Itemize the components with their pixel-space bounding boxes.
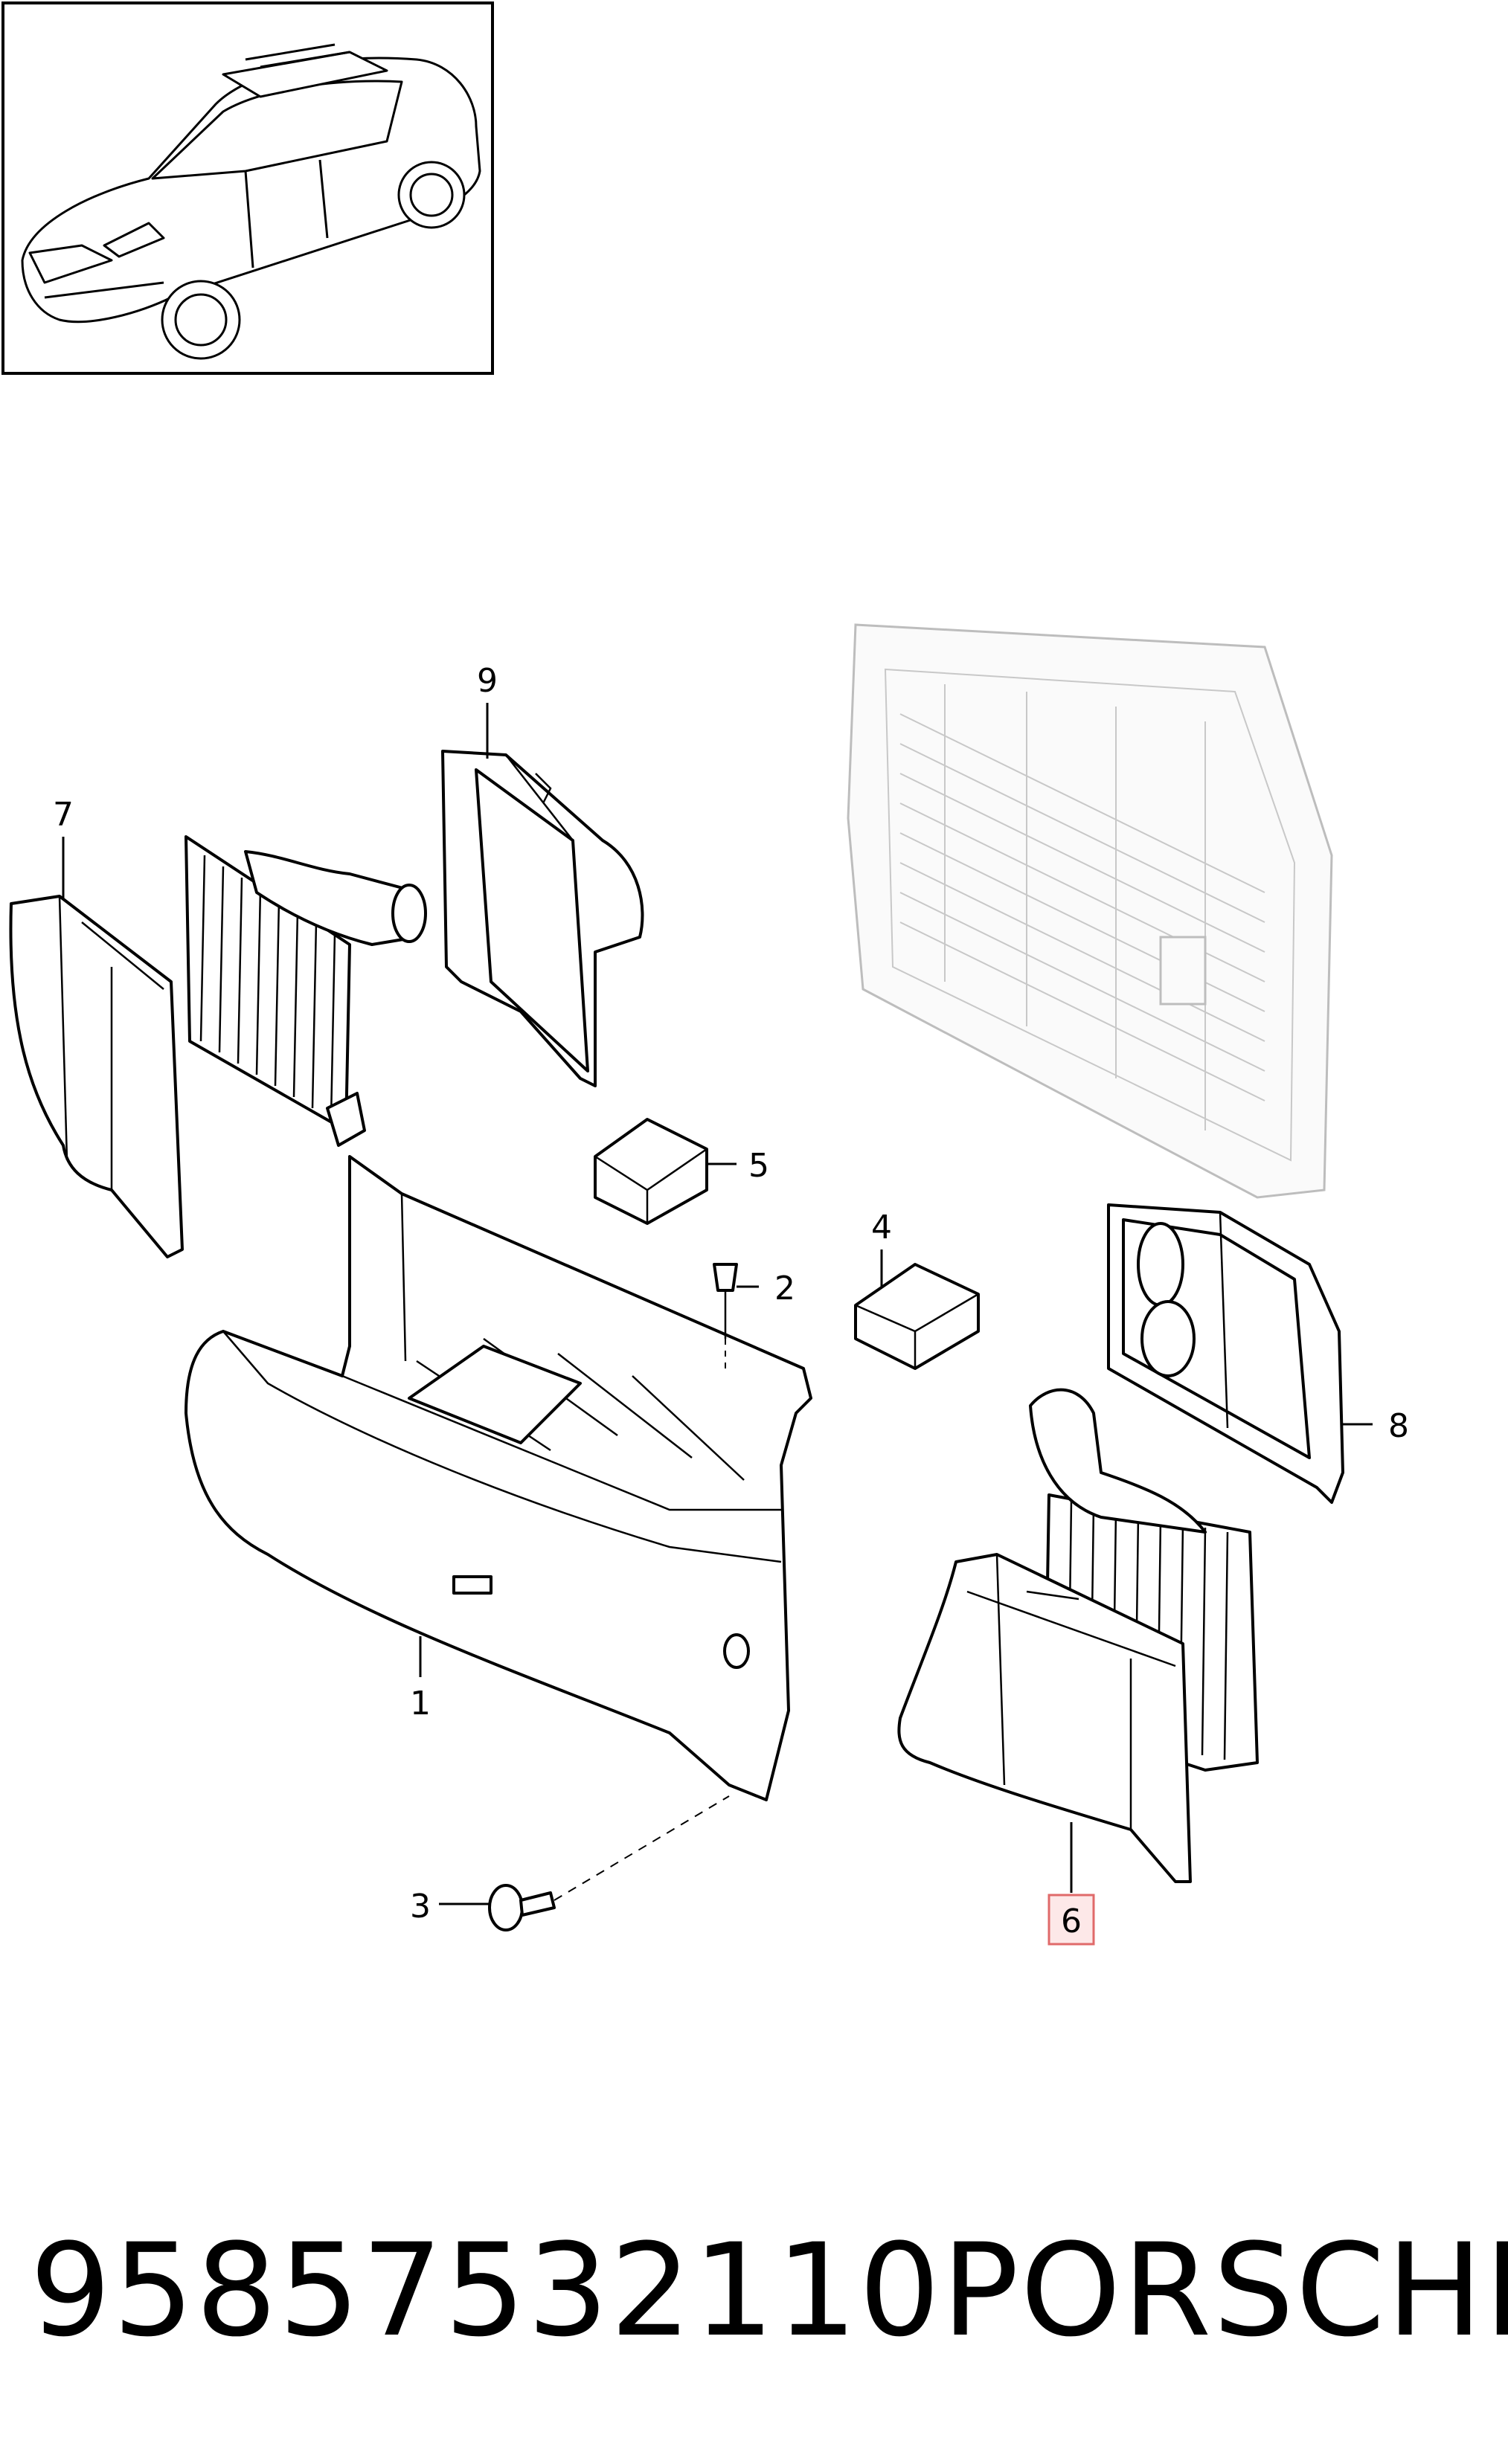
svg-text:2: 2 [774,1270,795,1307]
part-2-clip [713,1263,738,1368]
callout-4[interactable]: 4 [871,1209,892,1287]
part-number: 95857532110 [30,2216,942,2365]
callout-6-highlight-box [1047,1894,1095,1946]
svg-text:3: 3 [410,1888,431,1926]
callout-9[interactable]: 9 [477,662,498,759]
svg-text:1: 1 [410,1685,431,1722]
part-4-bracket [854,1263,980,1370]
left-intercooler [185,835,427,1147]
svg-text:8: 8 [1388,1407,1409,1445]
part-8-right-upper-duct [1107,1203,1344,1504]
svg-text:4: 4 [871,1209,892,1247]
part-5-bracket [594,1118,708,1225]
callout-3[interactable]: 3 [410,1888,490,1926]
brand-name: PORSCHE [941,2216,1508,2365]
svg-text:6: 6 [1061,1902,1082,1940]
svg-text:5: 5 [748,1147,769,1185]
part-7-left-air-guide [9,895,184,1258]
part-6-right-air-guide [897,1553,1192,1883]
caption-bar: 95857532110 PORSCHE [0,2201,1508,2380]
svg-text:9: 9 [477,662,498,700]
part-9-upper-air-duct [441,750,644,1087]
car-suv-icon [21,43,481,360]
part-1-lower-cover [185,1155,812,1801]
svg-text:7: 7 [53,796,74,834]
vehicle-thumbnail [1,1,494,375]
callout-1[interactable]: 1 [410,1636,431,1722]
callout-6[interactable]: 6 [1047,1822,1095,1946]
callout-7[interactable]: 7 [53,796,74,900]
part-3-screw [488,1795,730,1931]
callout-2[interactable]: 2 [737,1270,795,1307]
callout-5[interactable]: 5 [707,1147,769,1185]
callout-8[interactable]: 8 [1343,1407,1409,1445]
radiator-assembly-ghost [847,623,1333,1199]
